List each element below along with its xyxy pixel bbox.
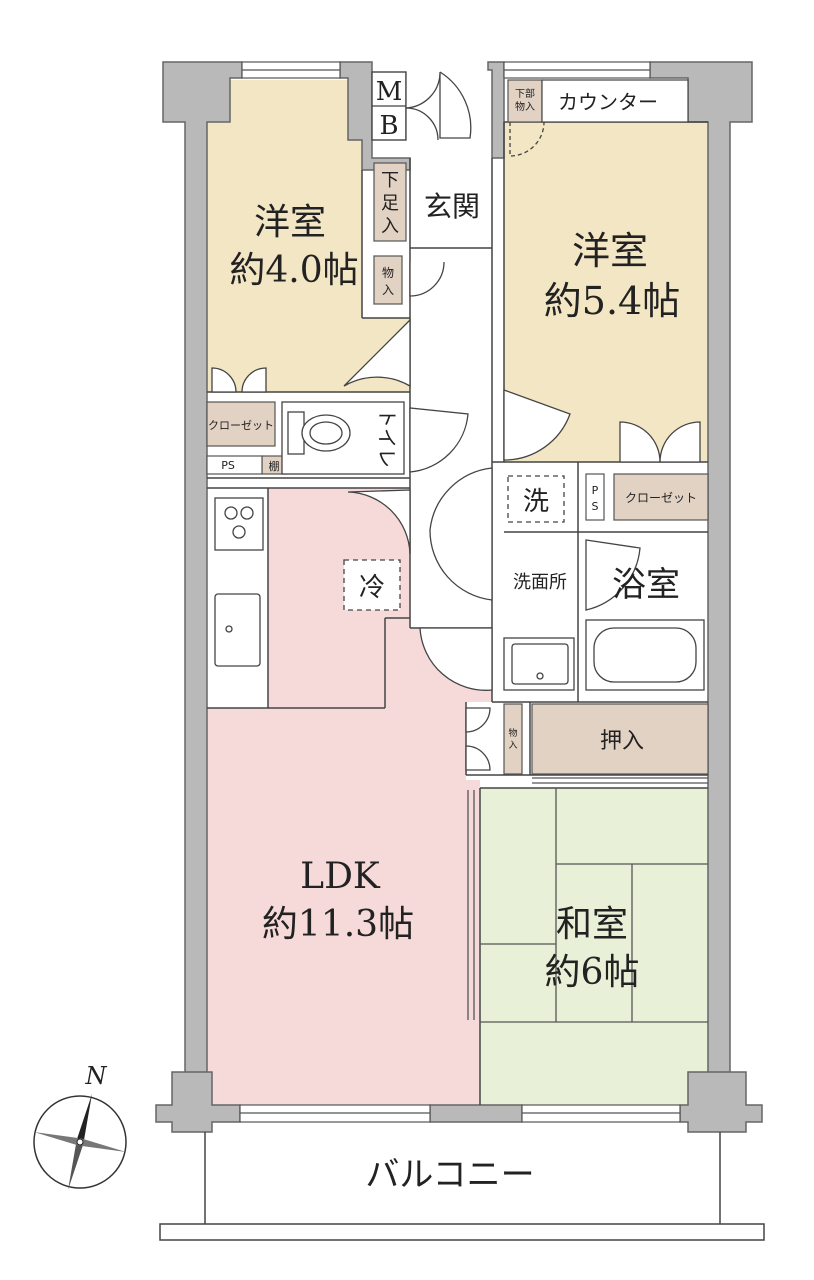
washer-box (507, 475, 565, 523)
fridge-box (343, 559, 401, 611)
japanese-room-floor (480, 788, 708, 1105)
toilet-label: トイレ (375, 408, 399, 468)
ps-left-label: PS (221, 459, 235, 472)
mb-label-m: M (376, 77, 403, 107)
bathroom-name: 浴室 (612, 565, 680, 605)
shoe-box-label-3: 入 (381, 216, 399, 237)
western-room-1-name: 洋室 (254, 202, 326, 243)
ps-right-label-2: S (592, 500, 599, 513)
sliding-doors (467, 777, 708, 1020)
oshiire-label: 押入 (600, 729, 644, 754)
western-room-2-size: 約5.4帖 (544, 279, 680, 323)
toilet-fixture (281, 401, 405, 475)
ldk-floor (207, 488, 492, 1105)
counter-box (541, 79, 689, 123)
lower-storage-label-top: 下部 (515, 87, 535, 100)
counter-label: カウンター (558, 90, 658, 114)
shoe-box-label-2: 足 (381, 193, 399, 214)
kitchen-fixtures (214, 497, 264, 667)
ldk-name: LDK (300, 856, 381, 897)
storage-small-label-1: 物 (382, 266, 394, 280)
balcony-name: バルコニー (365, 1155, 534, 1195)
closet-left-label: クローゼット (208, 419, 274, 432)
ps-right-label-1: P (592, 484, 599, 497)
tatami-lines (480, 788, 708, 1023)
north-label: N (85, 1062, 108, 1090)
washer-label: 洗 (523, 487, 549, 517)
bathtub (585, 619, 705, 691)
fridge-label: 冷 (359, 573, 385, 603)
ps-right-box (585, 473, 605, 521)
lower-storage-label-bottom: 物入 (515, 100, 535, 113)
closet-right-label: クローゼット (625, 491, 697, 505)
storage-vertical-label-2: 入 (508, 740, 517, 751)
western-room-1-size: 約4.0帖 (229, 250, 358, 291)
shoe-box-label-1: 下 (381, 170, 399, 191)
ldk-size: 約11.3帖 (262, 904, 414, 945)
washroom-name: 洗面所 (513, 572, 567, 593)
western-room-1-floor (207, 80, 362, 392)
japanese-room-name: 和室 (556, 904, 628, 945)
balcony (159, 1132, 765, 1241)
wash-basin (503, 637, 575, 691)
storage-small-label-2: 入 (382, 283, 394, 297)
japanese-room-size: 約6帖 (545, 952, 640, 993)
doors (211, 71, 701, 771)
storage-vertical-label-1: 物 (508, 727, 517, 739)
western-room-2-name: 洋室 (572, 229, 648, 273)
entrance-name: 玄関 (424, 190, 480, 223)
mb-label-b: B (379, 111, 398, 141)
storage-units (206, 79, 709, 775)
room-labels: 洋室 約4.0帖 洋室 約5.4帖 LDK 約11.3帖 和室 約6帖 浴室 洗… (229, 190, 680, 1195)
shelf-label: 棚 (269, 459, 280, 473)
compass-icon (33, 1094, 127, 1190)
fixture-labels: M B カウンター 下部 物入 下 足 入 物 入 クローゼット クローゼット … (85, 77, 698, 1090)
ps-left-box (206, 455, 263, 475)
windows (239, 61, 681, 1123)
